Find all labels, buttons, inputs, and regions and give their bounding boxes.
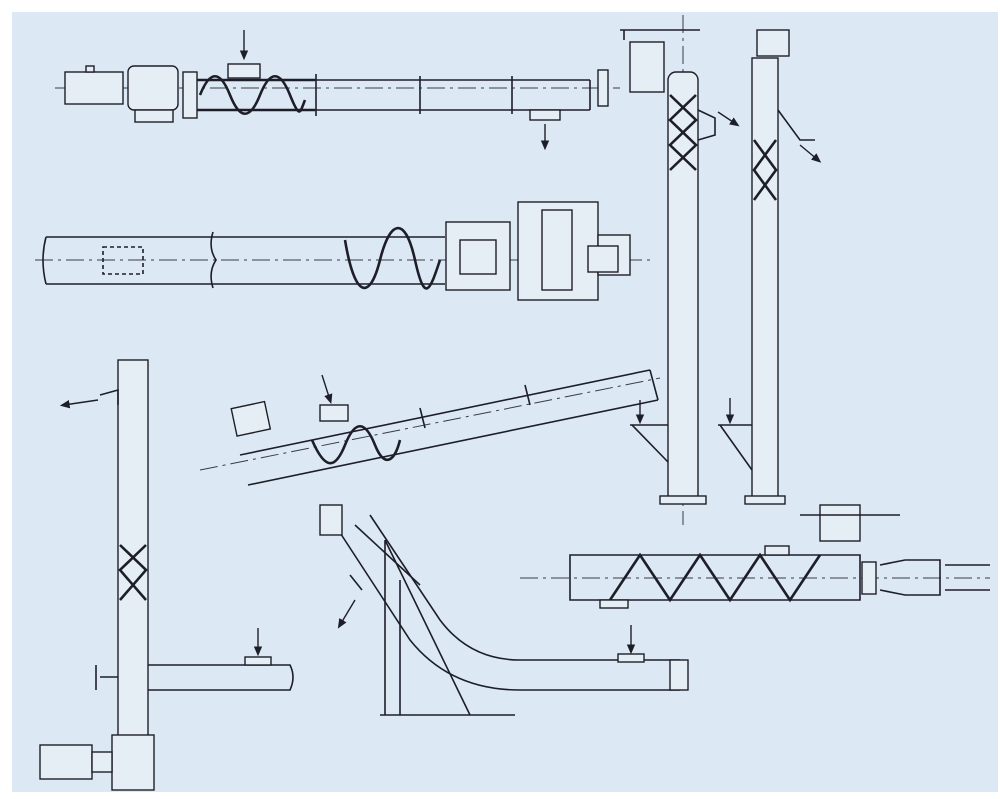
- motor-icon: [230, 400, 272, 437]
- inlet: [227, 63, 261, 79]
- motor-icon: [629, 41, 665, 93]
- vertical-screw-conveyor-1: [620, 15, 740, 525]
- horizontal-screw-conveyor-top: [55, 30, 620, 151]
- inclined-screw-conveyor: [199, 369, 661, 486]
- motor-icon: [587, 245, 619, 273]
- drawing-background: [12, 12, 998, 792]
- gearbox: [127, 65, 179, 111]
- inlet: [244, 656, 272, 666]
- horizontal-screw-conveyor-bottom: [520, 504, 990, 609]
- motor-icon: [64, 71, 124, 105]
- screw-flight: [608, 552, 822, 603]
- motor-icon: [39, 744, 93, 780]
- bent-screw-conveyor: [319, 504, 689, 716]
- screw-flight: [310, 425, 402, 465]
- screw-flight: [198, 75, 307, 115]
- vertical-screw-conveyor-2: [630, 29, 822, 505]
- inlet: [617, 653, 645, 663]
- inlet: [764, 545, 790, 556]
- vertical-conveyor-with-feeder: [39, 359, 294, 791]
- motor-icon: [756, 29, 790, 57]
- motor-icon: [319, 504, 343, 536]
- screw-flight: [752, 139, 778, 201]
- outlet: [529, 109, 561, 121]
- inlet: [319, 404, 349, 422]
- horizontal-screw-conveyor-middle: [35, 201, 650, 301]
- screw-flight: [668, 94, 698, 171]
- screw-flight: [343, 226, 442, 290]
- screw-flight: [118, 544, 148, 601]
